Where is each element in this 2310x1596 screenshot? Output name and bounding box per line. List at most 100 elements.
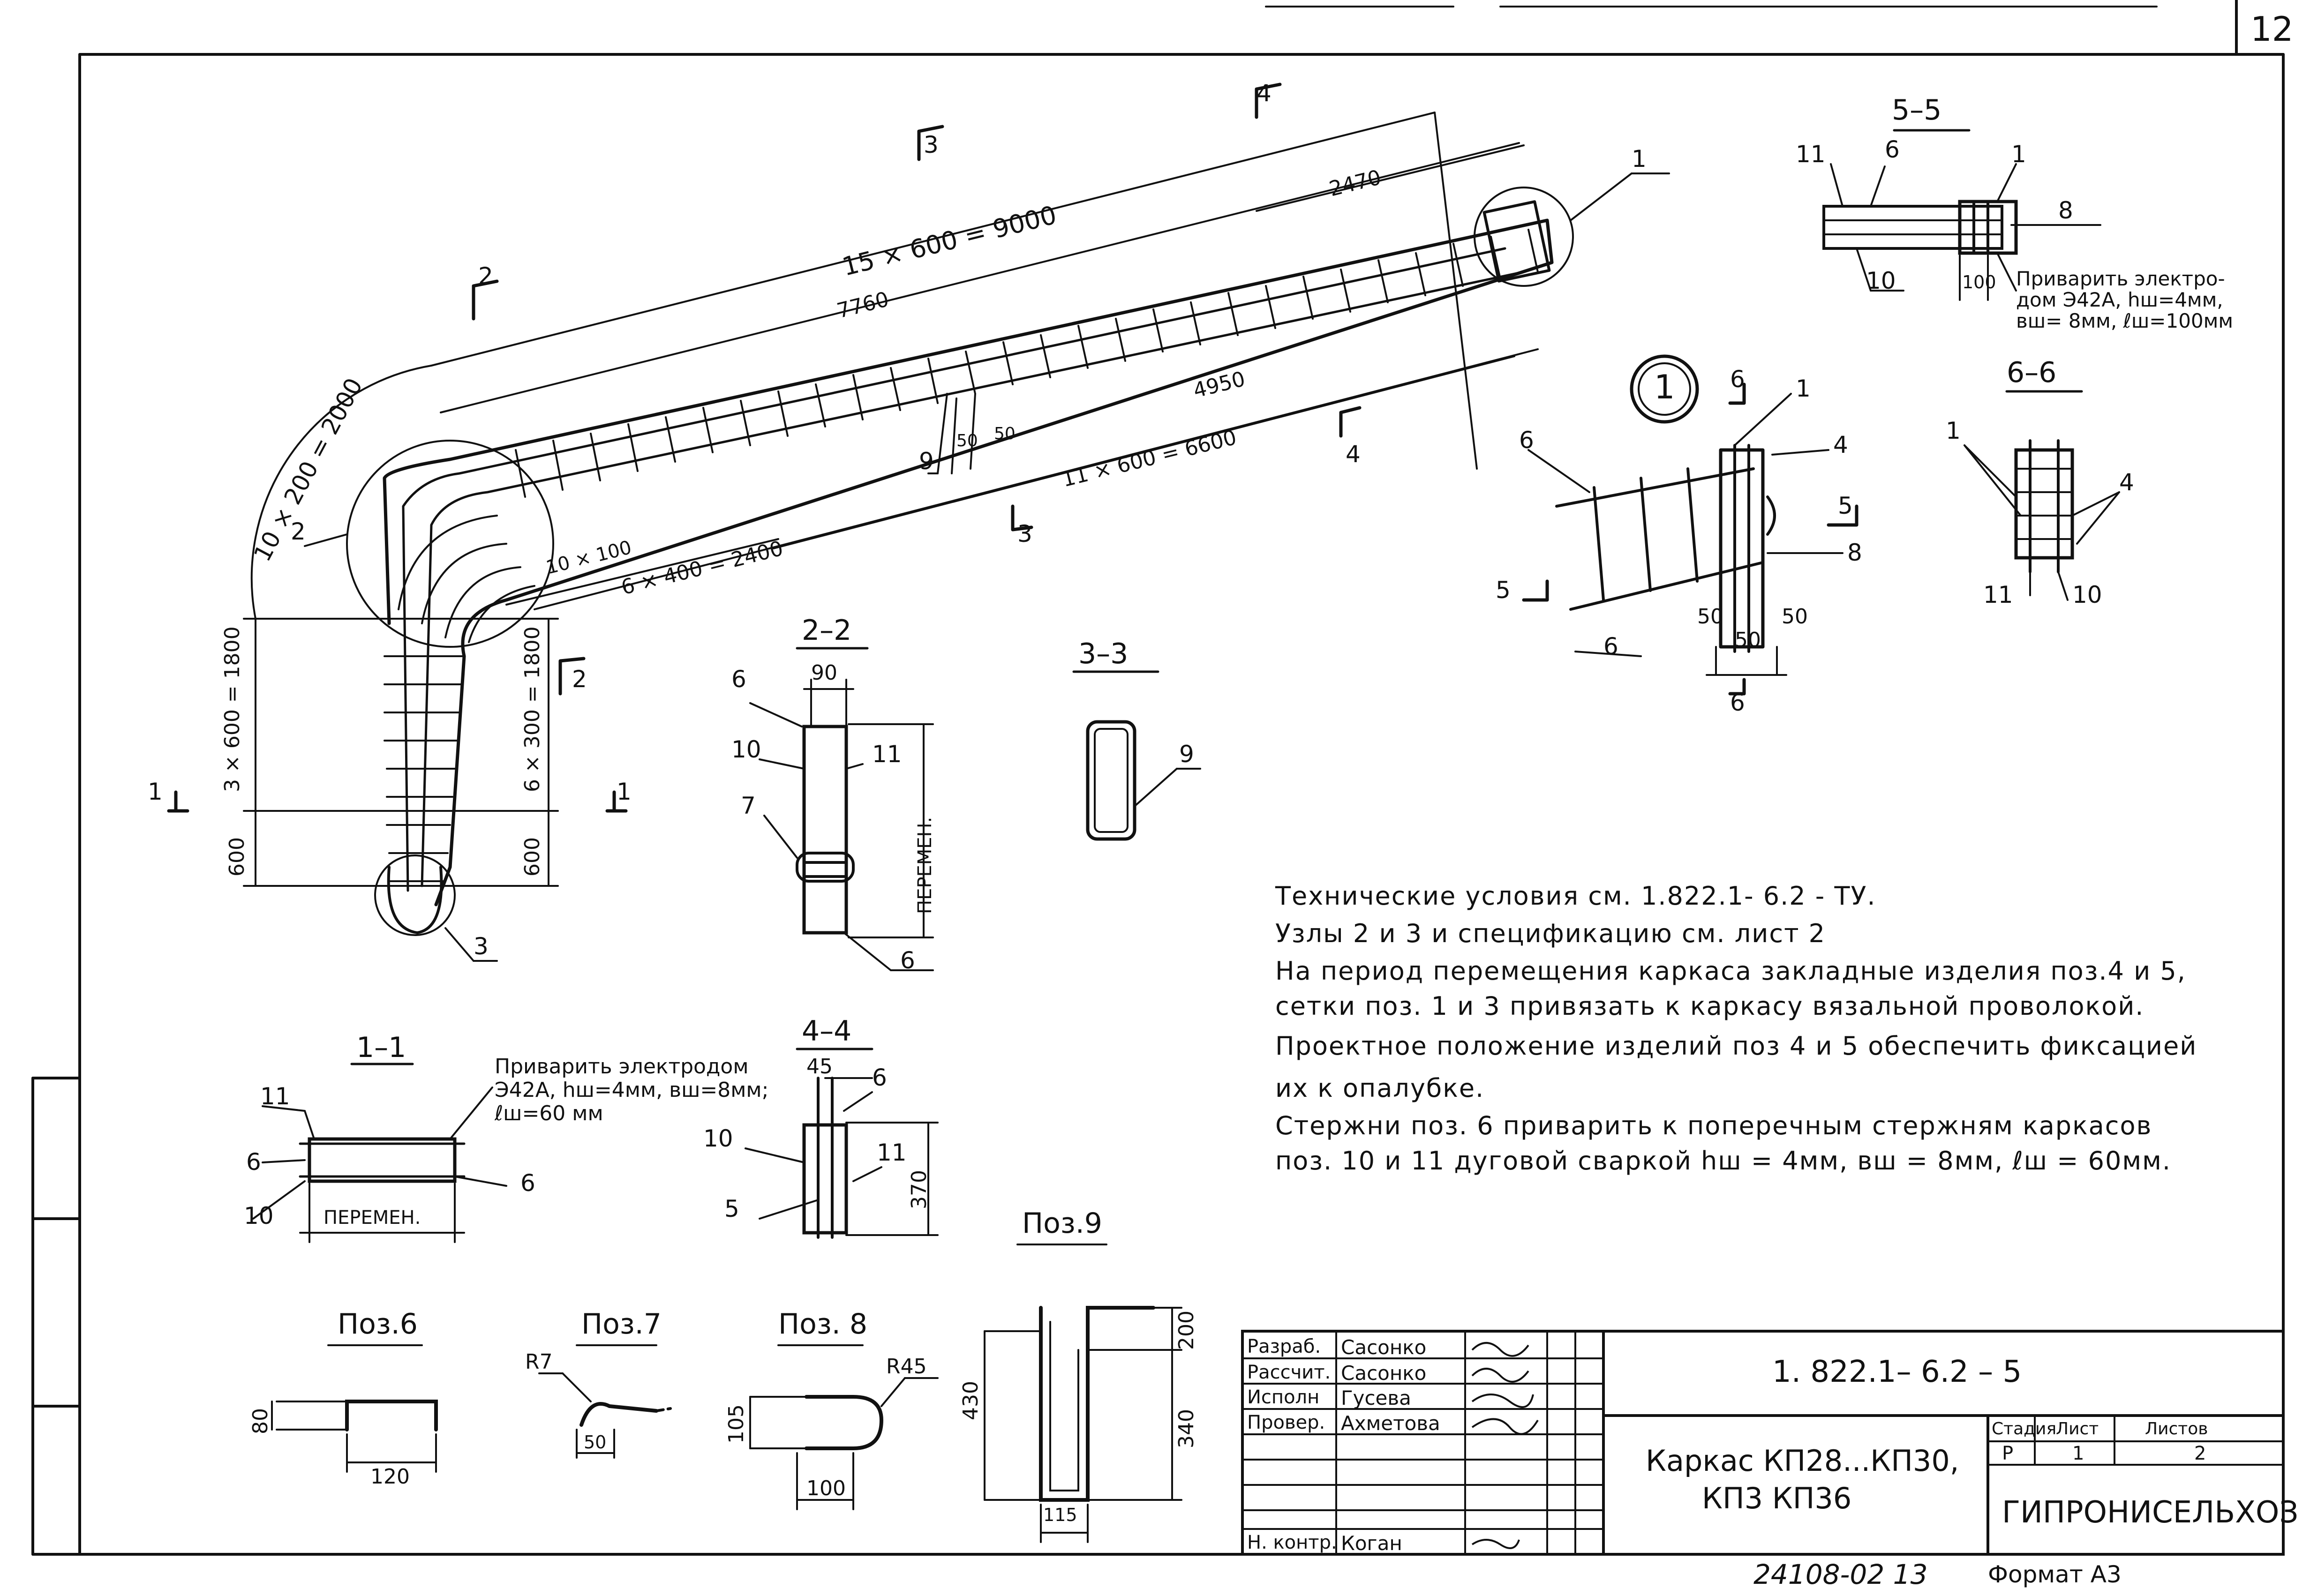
s11-label-10: 10 — [244, 1202, 274, 1229]
pos6-title: Поз.6 — [338, 1308, 418, 1341]
s11-label-6a: 6 — [246, 1148, 261, 1176]
node1-detail — [1522, 382, 1859, 696]
s22-label-11: 11 — [872, 741, 902, 768]
s22-label-7: 7 — [741, 792, 756, 819]
node1-label-1: 1 — [1796, 375, 1811, 402]
node1-cut-6b: 6 — [1730, 689, 1745, 716]
main-view — [167, 82, 1699, 962]
note-line-5: Проектное положение изделий поз 4 и 5 об… — [1275, 1031, 2197, 1061]
node1-label-6b: 6 — [1603, 633, 1618, 660]
positions — [271, 1244, 1182, 1543]
pos7-title: Поз.7 — [581, 1308, 662, 1341]
s55-dim-100: 100 — [1962, 272, 1996, 292]
tb-name-4: Ахметова — [1341, 1412, 1440, 1435]
pos9-dim-340: 340 — [1174, 1409, 1198, 1448]
tb-sheet-header: Лист — [2056, 1419, 2099, 1439]
dim-gap-50a: 50 — [956, 431, 978, 450]
organization-name: ГИПРОНИСЕЛЬХОЗ — [2002, 1495, 2299, 1530]
stirrups — [515, 229, 1539, 498]
s11-weld-line3: ℓш=60 мм — [495, 1101, 603, 1125]
s44-dim-45: 45 — [806, 1055, 833, 1079]
s66-label-1: 1 — [1946, 417, 1961, 444]
signatures — [1471, 1342, 1539, 1549]
cut-4-top: 4 — [1257, 80, 1272, 107]
pos7-dim-50: 50 — [584, 1432, 607, 1453]
node1-circle-number: 1 — [1654, 368, 1675, 406]
section-4-4 — [745, 1048, 939, 1239]
tb-role-2: Рассчит. — [1247, 1362, 1331, 1383]
note-line-6: их к опалубке. — [1275, 1073, 1485, 1103]
section-1-1 — [252, 1063, 507, 1243]
s55-label-11: 11 — [1796, 141, 1826, 168]
cut-3-top: 3 — [924, 131, 939, 158]
section-1-1-title: 1–1 — [356, 1031, 406, 1064]
tb-role-1: Разраб. — [1247, 1336, 1321, 1357]
dim-right-1800: 6 × 300 = 1800 — [520, 626, 544, 792]
dim-left-600: 600 — [225, 837, 249, 877]
note-line-8: поз. 10 и 11 дуговой сваркой hш = 4мм, в… — [1275, 1146, 2172, 1176]
s11-variable: ПЕРЕМЕН. — [324, 1207, 421, 1229]
page-number: 12 — [2250, 9, 2294, 49]
s22-label-10: 10 — [731, 736, 761, 763]
node1-dim-50b: 50 — [1735, 628, 1761, 652]
section-5-5 — [1822, 129, 2101, 301]
s44-label-10: 10 — [703, 1125, 733, 1152]
pos8-radius: R45 — [886, 1355, 927, 1379]
cut-2-bottom: 2 — [572, 666, 587, 693]
tb-name-2: Сасонко — [1341, 1362, 1427, 1385]
callout-3: 3 — [474, 933, 489, 960]
s66-label-11: 11 — [1983, 581, 2013, 608]
section-3-3-title: 3–3 — [1078, 637, 1129, 670]
callout-1: 1 — [1632, 145, 1647, 172]
node1-cut-6a: 6 — [1730, 366, 1745, 393]
s55-label-6: 6 — [1885, 136, 1900, 163]
pos7-radius: R7 — [525, 1350, 553, 1374]
s55-label-1: 1 — [2011, 141, 2026, 168]
node1-label-4: 4 — [1833, 431, 1848, 458]
cut-3-bottom: 3 — [1017, 520, 1032, 547]
s44-label-6: 6 — [872, 1064, 887, 1091]
s22-label-6a: 6 — [731, 666, 746, 693]
tb-name-1: Сасонко — [1341, 1336, 1427, 1359]
cut-2-top: 2 — [478, 262, 493, 290]
s66-label-10: 10 — [2072, 581, 2102, 608]
stirrups-vertical — [384, 655, 465, 882]
s55-label-10: 10 — [1866, 267, 1896, 294]
s44-dim-370: 370 — [907, 1170, 931, 1209]
cut-4-bottom: 4 — [1346, 441, 1361, 468]
section-6-6-title: 6–6 — [2007, 356, 2057, 389]
document-code: 1. 822.1– 6.2 – 5 — [1772, 1355, 2022, 1389]
node1-dim-50c: 50 — [1782, 605, 1808, 629]
callout-9: 9 — [919, 448, 934, 475]
section-2-2-title: 2–2 — [802, 614, 852, 647]
note-line-7: Стержни поз. 6 приварить к поперечным ст… — [1275, 1111, 2152, 1140]
node1-dim-50a: 50 — [1697, 605, 1723, 629]
tb-role-3: Исполн — [1247, 1386, 1320, 1408]
s11-weld-line2: Э42А, hш=4мм, вш=8мм; — [495, 1078, 769, 1102]
tb-role-5: Н. контр. — [1247, 1532, 1337, 1553]
pos8-dim-105: 105 — [724, 1404, 748, 1444]
document-name-line1: Каркас КП28...КП30, — [1646, 1444, 1959, 1478]
node1-cut-5a: 5 — [1838, 492, 1853, 519]
tb-stage-value: Р — [2002, 1443, 2014, 1464]
s11-label-11: 11 — [260, 1083, 290, 1110]
s55-label-8: 8 — [2058, 197, 2073, 224]
s55-weld-line3: вш= 8мм, ℓш=100мм — [2016, 309, 2234, 332]
tb-name-5: Коган — [1341, 1532, 1402, 1555]
note-line-1: Технические условия см. 1.822.1- 6.2 - Т… — [1275, 881, 1876, 911]
section-5-5-title: 5–5 — [1892, 94, 1942, 127]
s55-weld-line1: Приварить электро- — [2016, 267, 2225, 290]
section-6-6 — [1964, 390, 2120, 601]
sheet-format: Формат А3 — [1988, 1561, 2122, 1588]
s22-dim-90: 90 — [811, 661, 837, 685]
dim-right-600: 600 — [520, 837, 544, 877]
section-2-2 — [749, 647, 934, 971]
drawing-frame — [78, 53, 2285, 1556]
s11-label-6b: 6 — [520, 1169, 535, 1197]
pos9-title: Поз.9 — [1022, 1207, 1102, 1240]
node1-label-8: 8 — [1847, 539, 1862, 566]
pos9-dim-115: 115 — [1043, 1505, 1077, 1525]
section-4-4-title: 4–4 — [802, 1015, 852, 1048]
s22-label-6b: 6 — [900, 947, 915, 974]
s55-weld-line2: дом Э42А, hш=4мм, — [2016, 288, 2223, 311]
